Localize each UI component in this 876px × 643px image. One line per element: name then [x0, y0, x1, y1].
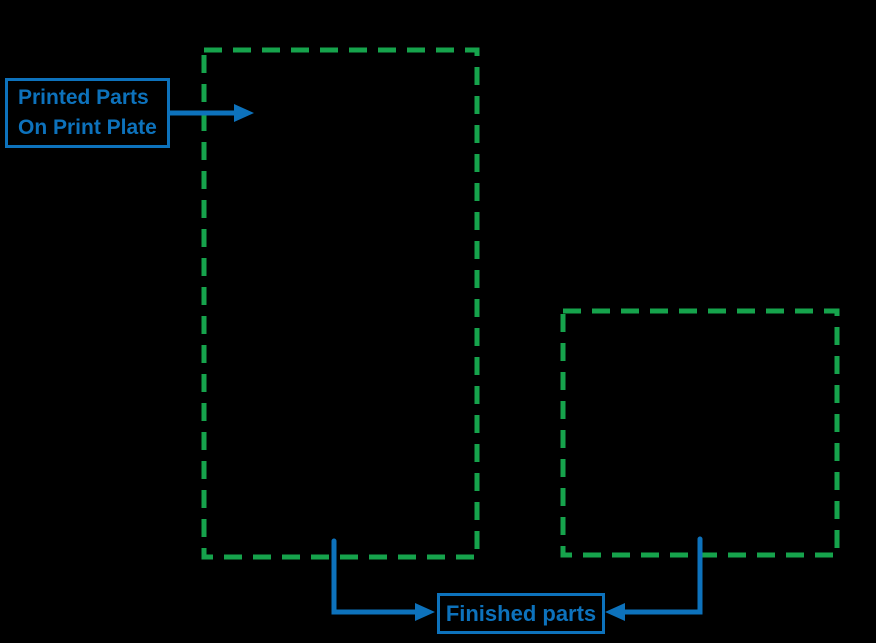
finished-parts-region-outline: [560, 308, 840, 558]
printed-parts-label-arrow-icon: [170, 104, 254, 122]
finished-parts-label: Finished parts: [437, 593, 605, 634]
printed-parts-label-line2: On Print Plate: [18, 116, 157, 139]
printed-parts-region-outline: [201, 47, 480, 560]
finished-parts-label-text: Finished parts: [445, 600, 597, 626]
printed-parts-label-line1: Printed Parts: [18, 86, 149, 109]
printed-region-to-finished-arrow-icon: [331, 538, 435, 621]
printed-parts-label: Printed Parts On Print Plate: [5, 78, 170, 148]
finished-region-to-finished-arrow-icon: [605, 536, 703, 621]
